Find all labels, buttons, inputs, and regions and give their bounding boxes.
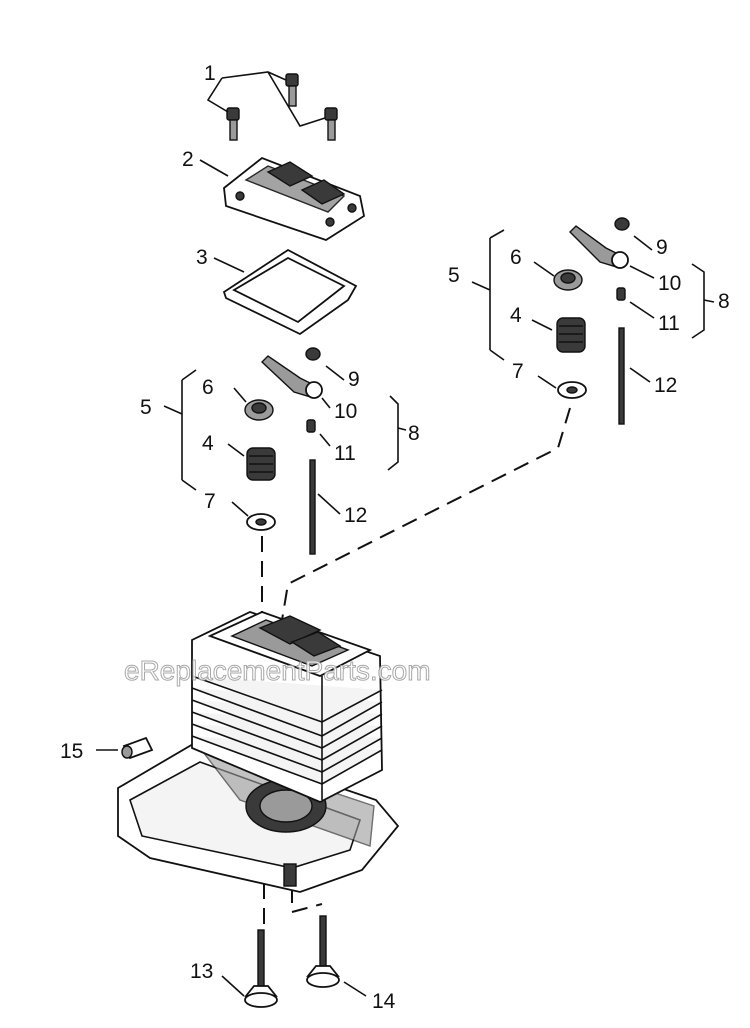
callout-13: 13 bbox=[190, 960, 213, 983]
callout-7-left: 7 bbox=[204, 490, 216, 513]
part-9-keeper-left[interactable] bbox=[305, 347, 321, 361]
callout-11-right: 11 bbox=[658, 312, 680, 335]
callout-15: 15 bbox=[60, 740, 83, 763]
watermark: eReplacementParts.com bbox=[124, 655, 431, 686]
callout-8-right: 8 bbox=[718, 290, 730, 313]
callout-12-left: 12 bbox=[344, 504, 367, 527]
part-6-retainer-right[interactable] bbox=[553, 269, 583, 291]
brackets-left bbox=[163, 365, 407, 517]
part-4-valve-spring-left[interactable] bbox=[246, 447, 276, 481]
part-14-exhaust-valve[interactable] bbox=[306, 915, 340, 988]
callout-5-right: 5 bbox=[448, 264, 460, 287]
callout-9-left: 9 bbox=[348, 368, 360, 391]
callout-8-left: 8 bbox=[408, 422, 420, 445]
callout-12-right: 12 bbox=[654, 374, 677, 397]
part-15-dowel-pin[interactable] bbox=[121, 736, 154, 760]
callout-3: 3 bbox=[196, 246, 208, 269]
part-3-gasket[interactable] bbox=[222, 248, 358, 336]
callout-2: 2 bbox=[182, 148, 194, 171]
bolt bbox=[285, 73, 299, 107]
part-6-retainer-left[interactable] bbox=[244, 399, 274, 421]
callout-1: 1 bbox=[204, 62, 216, 85]
bolt bbox=[324, 107, 338, 141]
cylinder-block bbox=[117, 611, 400, 893]
callout-4-left: 4 bbox=[202, 432, 214, 455]
leader-2 bbox=[199, 159, 229, 177]
callout-6-left: 6 bbox=[202, 376, 214, 399]
part-11-pivot-left[interactable] bbox=[306, 419, 316, 433]
leader-14 bbox=[343, 981, 367, 997]
leader-1 bbox=[206, 71, 326, 127]
part-13-intake-valve[interactable] bbox=[244, 929, 278, 1008]
part-12-push-rod-right[interactable] bbox=[618, 327, 625, 425]
callout-7-right: 7 bbox=[512, 360, 524, 383]
callout-10-right: 10 bbox=[658, 272, 681, 295]
part-8-rocker-arm-right[interactable] bbox=[569, 225, 629, 269]
part-12-push-rod-left[interactable] bbox=[309, 459, 316, 555]
part-4-valve-spring-right[interactable] bbox=[556, 317, 586, 353]
brackets-right bbox=[471, 229, 715, 389]
callout-11-left: 11 bbox=[334, 442, 356, 465]
callout-4-right: 4 bbox=[510, 304, 522, 327]
part-7-seat-washer-left[interactable] bbox=[246, 513, 276, 531]
part-9-keeper-right[interactable] bbox=[614, 217, 630, 231]
bolt bbox=[226, 107, 240, 141]
callout-6-right: 6 bbox=[510, 246, 522, 269]
callout-10-left: 10 bbox=[334, 400, 357, 423]
part-7-seat-washer-right[interactable] bbox=[557, 381, 587, 399]
leader-3 bbox=[213, 257, 245, 273]
part-8-rocker-arm-left[interactable] bbox=[260, 355, 323, 399]
part-2-valve-cover[interactable] bbox=[223, 156, 366, 241]
leader-13 bbox=[221, 975, 245, 997]
part-1-bolts[interactable] bbox=[226, 73, 338, 141]
callout-9-right: 9 bbox=[656, 236, 668, 259]
part-11-pivot-right[interactable] bbox=[616, 287, 626, 301]
callout-14: 14 bbox=[372, 990, 396, 1013]
callout-5-left: 5 bbox=[140, 396, 152, 419]
